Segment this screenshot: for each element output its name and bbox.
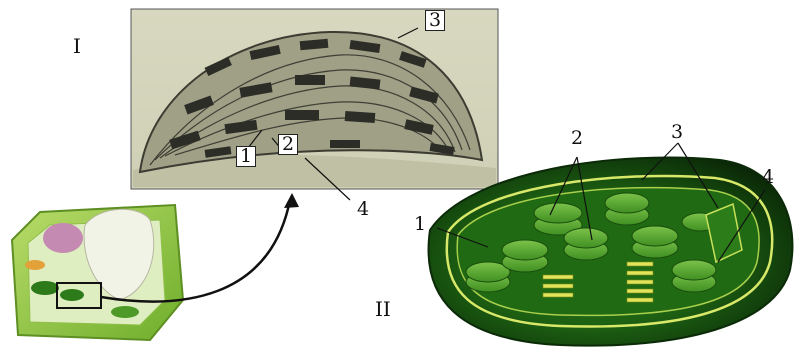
model-label-4: 4 — [762, 166, 774, 188]
micro-label-1: 1 — [236, 146, 256, 167]
model-label-3: 3 — [671, 121, 683, 143]
micro-label-4: 4 — [357, 198, 369, 220]
micro-label-3: 3 — [425, 10, 445, 31]
plant-cell-image — [12, 205, 183, 340]
model-label-2: 2 — [571, 127, 583, 149]
panel-label-i: I — [73, 34, 81, 58]
panel-label-ii: II — [375, 297, 391, 321]
arrow-head — [284, 193, 299, 208]
model-label-1: 1 — [414, 213, 426, 235]
micro-label-2: 2 — [278, 134, 298, 155]
micrograph-image — [131, 9, 498, 189]
